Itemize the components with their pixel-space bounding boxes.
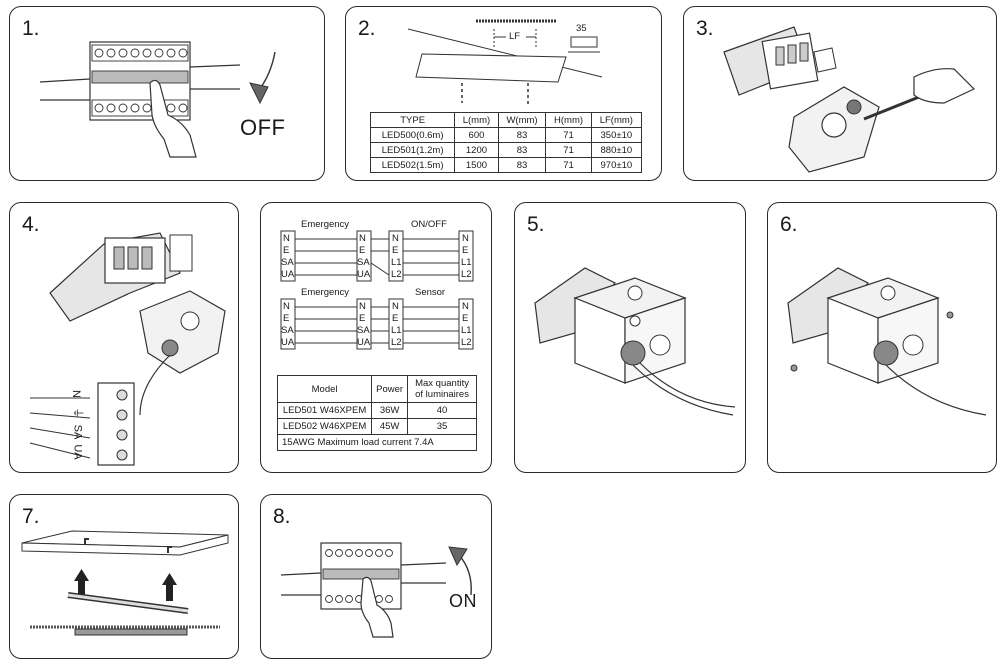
wiring-title: Emergency	[301, 287, 350, 298]
hand-icon	[149, 79, 197, 158]
step-5-panel: 5.	[514, 202, 746, 473]
wiring-title: Sensor	[415, 287, 446, 298]
step-number: 5.	[527, 213, 545, 236]
step-number: 4.	[22, 213, 40, 236]
luminaire-header: Power	[371, 375, 409, 403]
rotate-arrow-icon	[258, 51, 276, 91]
breaker-off-illustration	[39, 41, 276, 158]
step-number: 7.	[22, 505, 40, 528]
step-3-panel: 3.	[683, 6, 997, 181]
step-number: 8.	[273, 505, 291, 528]
spec-header: LF(mm)	[590, 112, 643, 128]
screwdriver-icon	[863, 93, 925, 121]
load-note: 15AWG Maximum load current 7.4A	[277, 434, 477, 451]
step-2-panel: 2. LF 35 TYPE L(mm) W(mm) H(mm) LF(mm) L…	[345, 6, 662, 181]
wiring-title: Emergency	[301, 219, 350, 230]
step-number: 6.	[780, 213, 798, 236]
step-6-panel: 6.	[767, 202, 997, 473]
step-4-panel: 4. N ⏚ SA UA	[9, 202, 239, 473]
up-arrow-icon	[74, 569, 177, 601]
connector-label-ua: UA	[71, 444, 84, 460]
off-label: OFF	[240, 115, 286, 140]
connector-label-earth: ⏚	[71, 407, 84, 419]
on-label: ON	[449, 591, 477, 611]
screw-icon	[790, 311, 954, 372]
luminaire-header: Model	[276, 375, 373, 403]
luminaire-table: Model Power Max quantity of luminaires L…	[276, 375, 477, 451]
step-number: 1.	[22, 17, 40, 40]
step-1-panel: 1. OFF	[9, 6, 325, 181]
connector-label-n: N	[69, 390, 82, 398]
fasten-screws-illustration	[787, 267, 987, 416]
luminaire-header: Max quantity of luminaires	[407, 375, 477, 403]
wiring-connection-illustration	[29, 232, 226, 466]
breaker-on-illustration	[280, 542, 472, 638]
hand-icon	[913, 68, 976, 104]
wiring-title: ON/OFF	[411, 219, 447, 230]
terminal-block	[91, 44, 189, 117]
step-number: 2.	[358, 17, 376, 40]
step-7-panel: 7.	[9, 494, 239, 659]
connector-label-sa: SA	[71, 424, 84, 440]
spec-header: TYPE	[369, 112, 456, 128]
width-dimension-label: 35	[576, 23, 587, 34]
step-number: 3.	[696, 17, 714, 40]
wiring-diagram-panel: Emergency ON/OFF Emergency Sensor N E SA…	[260, 202, 492, 473]
lf-dimension-label: LF	[509, 31, 521, 42]
wiring-diagram	[280, 230, 474, 350]
spec-header: H(mm)	[545, 112, 592, 128]
spec-header: L(mm)	[454, 112, 499, 128]
open-cover-illustration	[723, 26, 976, 173]
step-8-panel: 8. ON	[260, 494, 492, 659]
mounting-dimension-illustration	[407, 19, 603, 107]
bracket-icon	[568, 36, 600, 53]
table-row: LED502 W46XPEM 45W 35	[276, 418, 477, 435]
close-cover-illustration	[534, 267, 736, 416]
hand-icon	[360, 576, 394, 638]
rotate-arrow-icon	[458, 554, 472, 596]
spec-header: W(mm)	[497, 112, 547, 128]
spec-table: TYPE L(mm) W(mm) H(mm) LF(mm) LED500(0.6…	[369, 112, 643, 173]
ceiling-mount-illustration	[21, 530, 229, 636]
table-row: LED501 W46XPEM 36W 40	[276, 402, 477, 419]
